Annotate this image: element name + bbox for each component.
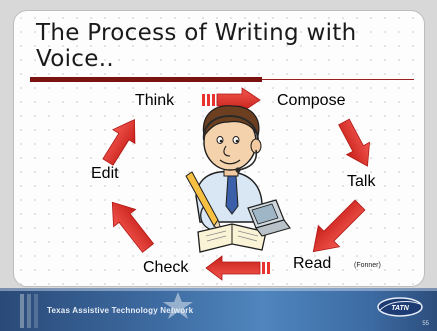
arrow-down-left-icon <box>312 199 366 253</box>
source-credit: (Fonner) <box>354 262 381 269</box>
step-check: Check <box>143 259 189 276</box>
footer-decoration <box>0 288 437 328</box>
step-think: Think <box>135 92 175 109</box>
title-rule-thin <box>262 79 414 80</box>
slide-title: The Process of Writing with Voice.. <box>36 20 357 72</box>
footer-organization-name: Texas Assistive Technology Network <box>47 306 194 315</box>
footer-banner: Texas Assistive Technology Network 55 <box>0 288 437 331</box>
tatn-logo: TATN <box>376 296 424 318</box>
arrow-left-icon <box>205 255 270 281</box>
step-talk: Talk <box>347 173 376 190</box>
arrow-down-right-icon <box>338 118 371 167</box>
step-edit: Edit <box>91 165 119 182</box>
logo-text: TATN <box>391 305 410 312</box>
arrow-up-left-icon <box>111 201 155 253</box>
arrow-up-right-icon <box>102 118 136 166</box>
page-number: 55 <box>422 321 429 327</box>
star-decoration-icon <box>163 292 193 319</box>
title-rule-thick <box>30 77 262 82</box>
person-writing-illustration <box>185 105 291 253</box>
step-compose: Compose <box>277 92 346 109</box>
step-read: Read <box>293 255 332 272</box>
